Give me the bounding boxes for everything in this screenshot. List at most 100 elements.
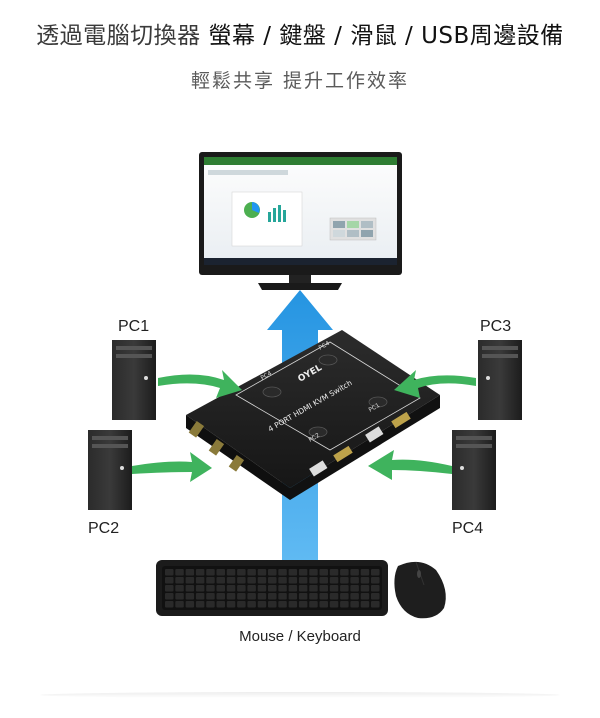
- monitor: [199, 152, 402, 290]
- title-devices: 螢幕 / 鍵盤 / 滑鼠 / USB周邊設備: [208, 23, 564, 49]
- keyboard-key: [371, 577, 380, 584]
- peripherals-caption: Mouse / Keyboard: [239, 628, 361, 645]
- keyboard-key: [257, 585, 267, 592]
- green-arrow-pc3: [394, 370, 476, 398]
- green-arrow-pc4: [368, 450, 452, 480]
- keyboard-key: [288, 601, 298, 608]
- keyboard-key: [340, 601, 349, 608]
- keyboard-key: [371, 585, 380, 592]
- switch-button-label: PC2: [308, 432, 322, 444]
- keyboard-key: [329, 577, 339, 584]
- keyboard-key: [216, 577, 225, 584]
- keyboard-key: [226, 577, 236, 584]
- keyboard-key: [185, 585, 195, 592]
- keyboard-key: [257, 601, 267, 608]
- keyboard-key: [185, 601, 195, 608]
- keyboard-key: [247, 569, 256, 576]
- keyboard-key: [165, 601, 174, 608]
- pc4-label: PC4: [452, 520, 484, 537]
- keyboard-key: [340, 585, 349, 592]
- keyboard-key: [319, 577, 328, 584]
- keyboard-key: [371, 593, 380, 600]
- keyboard-key: [278, 577, 287, 584]
- switch-button-label: PC1: [368, 402, 382, 414]
- keyboard-key: [247, 593, 256, 600]
- keyboard-key: [206, 577, 215, 584]
- keyboard-key: [185, 569, 195, 576]
- title-prefix: 透過電腦切換器: [36, 23, 201, 49]
- keyboard-key: [360, 601, 370, 608]
- keyboard-key: [298, 593, 308, 600]
- pc1-label: PC1: [118, 318, 150, 335]
- keyboard-key: [165, 593, 174, 600]
- keyboard-key: [340, 593, 349, 600]
- keyboard-key: [298, 585, 308, 592]
- switch-button-label: PC4: [318, 340, 332, 352]
- keyboard-key: [175, 601, 184, 608]
- keyboard-key: [371, 569, 380, 576]
- keyboard-key: [288, 577, 298, 584]
- keyboard-key: [268, 585, 277, 592]
- keyboard-key: [226, 593, 236, 600]
- keyboard-key: [175, 585, 184, 592]
- keyboard-key: [165, 569, 174, 576]
- footer-shadow: [40, 692, 560, 698]
- keyboard-key: [175, 569, 184, 576]
- pc3-label: PC3: [480, 318, 512, 335]
- keyboard-key: [360, 585, 370, 592]
- keyboard-key: [175, 577, 184, 584]
- keyboard-key: [268, 569, 277, 576]
- keyboard-key: [278, 593, 287, 600]
- keyboard-key: [340, 569, 349, 576]
- keyboard-key: [329, 593, 339, 600]
- keyboard-key: [237, 577, 246, 584]
- keyboard-key: [319, 569, 328, 576]
- switch-button-label: PC4: [260, 370, 274, 382]
- keyboard-key: [268, 601, 277, 608]
- pc2-label: PC2: [88, 520, 120, 537]
- keyboard-key: [247, 577, 256, 584]
- keyboard-key: [237, 593, 246, 600]
- keyboard-key: [195, 585, 205, 592]
- keyboard-key: [319, 601, 328, 608]
- keyboard-key: [237, 569, 246, 576]
- keyboard-key: [350, 593, 359, 600]
- keyboard-key: [195, 601, 205, 608]
- keyboard-key: [298, 569, 308, 576]
- keyboard: [156, 560, 388, 616]
- pc1-tower: [112, 340, 156, 420]
- keyboard-key: [309, 593, 318, 600]
- pc3-tower: [478, 340, 522, 420]
- keyboard-key: [319, 593, 328, 600]
- pc2-tower: [88, 430, 132, 510]
- keyboard-key: [257, 569, 267, 576]
- keyboard-key: [340, 577, 349, 584]
- keyboard-key: [206, 569, 215, 576]
- green-arrow-pc2: [132, 452, 212, 482]
- keyboard-key: [360, 577, 370, 584]
- green-arrow-pc1: [158, 370, 242, 398]
- keyboard-key: [350, 569, 359, 576]
- keyboard-key: [216, 601, 225, 608]
- keyboard-key: [257, 593, 267, 600]
- keyboard-key: [329, 569, 339, 576]
- keyboard-key: [360, 593, 370, 600]
- keyboard-key: [165, 585, 174, 592]
- keyboard-key: [216, 593, 225, 600]
- page-title: 透過電腦切換器 螢幕 / 鍵盤 / 滑鼠 / USB周邊設備: [0, 16, 600, 50]
- keyboard-key: [288, 585, 298, 592]
- keyboard-key: [268, 577, 277, 584]
- keyboard-key: [216, 585, 225, 592]
- keyboard-key: [329, 585, 339, 592]
- keyboard-key: [309, 577, 318, 584]
- keyboard-key: [278, 569, 287, 576]
- keyboard-key: [185, 593, 195, 600]
- keyboard-key: [216, 569, 225, 576]
- keyboard-key: [288, 569, 298, 576]
- keyboard-key: [247, 585, 256, 592]
- keyboard-key: [175, 593, 184, 600]
- keyboard-key: [288, 593, 298, 600]
- page-subtitle: 輕鬆共享 提升工作效率: [190, 70, 410, 92]
- keyboard-key: [360, 569, 370, 576]
